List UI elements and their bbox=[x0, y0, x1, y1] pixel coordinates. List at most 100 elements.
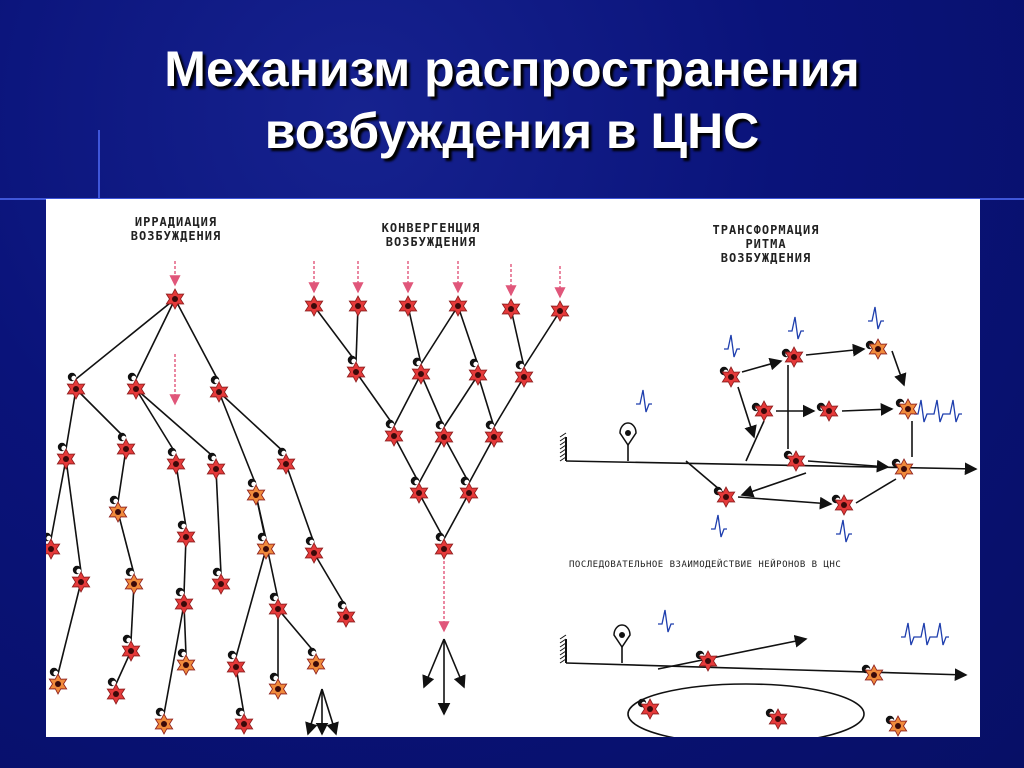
neuron bbox=[468, 364, 488, 386]
neuron bbox=[411, 363, 431, 385]
synapse bbox=[235, 707, 245, 717]
impulse-trace bbox=[868, 306, 884, 330]
synapse-cleft bbox=[273, 675, 279, 681]
axon-line bbox=[135, 298, 176, 380]
synapse bbox=[347, 355, 357, 365]
irradiation-heading: ИРРАДИАЦИЯ ВОЗБУЖДЕНИЯ bbox=[96, 215, 256, 243]
neuron bbox=[234, 713, 254, 735]
synapse bbox=[269, 672, 279, 682]
signal-arrow bbox=[305, 688, 323, 736]
synapse-cleft bbox=[76, 568, 82, 574]
neuron-nucleus bbox=[78, 579, 84, 585]
neuron bbox=[834, 494, 854, 516]
ground-hatch bbox=[559, 650, 567, 656]
synapse-cleft bbox=[216, 570, 222, 576]
receptor-core bbox=[619, 632, 625, 638]
synapse-cleft bbox=[389, 422, 395, 428]
synapse bbox=[435, 532, 445, 542]
neuron bbox=[48, 673, 68, 695]
axon-line bbox=[235, 548, 267, 658]
neuron-nucleus bbox=[133, 386, 139, 392]
neuron bbox=[211, 573, 231, 595]
neuron-nucleus bbox=[311, 550, 317, 556]
synapse bbox=[305, 536, 315, 546]
signal-arrow bbox=[737, 496, 833, 510]
axon-line bbox=[65, 458, 82, 573]
neuron-nucleus bbox=[311, 303, 317, 309]
connection-lines bbox=[50, 298, 913, 737]
axon-line bbox=[393, 435, 420, 484]
signal-arrow bbox=[565, 460, 978, 476]
axon-line bbox=[285, 463, 315, 544]
impulse-traces bbox=[636, 306, 962, 646]
signal-arrow bbox=[422, 638, 445, 689]
neuron-nucleus bbox=[557, 308, 563, 314]
synapse-cleft bbox=[281, 450, 287, 456]
neuron-nucleus bbox=[475, 372, 481, 378]
neuron bbox=[206, 458, 226, 480]
neuron bbox=[106, 683, 126, 705]
neuron bbox=[46, 538, 61, 560]
synapse bbox=[46, 532, 52, 542]
neuron-nucleus bbox=[355, 303, 361, 309]
ground-hatch bbox=[559, 642, 567, 648]
ground-hatch bbox=[559, 658, 567, 664]
neuron bbox=[176, 654, 196, 676]
neuron-nucleus bbox=[161, 721, 167, 727]
ground-hatch bbox=[559, 634, 567, 640]
synapse bbox=[515, 360, 525, 370]
neuron-nucleus bbox=[275, 606, 281, 612]
transformation-heading-line2: РИТМА bbox=[745, 237, 787, 251]
synapse-cleft bbox=[231, 653, 237, 659]
neuron-nucleus bbox=[791, 354, 797, 360]
neuron bbox=[246, 484, 266, 506]
neuron bbox=[256, 538, 276, 560]
synapse bbox=[485, 420, 495, 430]
neuron bbox=[894, 458, 914, 480]
signal-arrow bbox=[565, 662, 968, 682]
neuron bbox=[819, 400, 839, 422]
signal-arrow bbox=[805, 343, 866, 357]
axon-line bbox=[393, 373, 422, 427]
synapse-cleft bbox=[121, 435, 127, 441]
neuron bbox=[698, 650, 718, 672]
neuron-nucleus bbox=[343, 614, 349, 620]
synapse bbox=[257, 532, 267, 542]
receptor-core bbox=[625, 430, 631, 436]
synapse bbox=[410, 476, 420, 486]
ground-hatch bbox=[559, 638, 567, 644]
neuron-nucleus bbox=[353, 369, 359, 375]
neuron-nucleus bbox=[647, 706, 653, 712]
neuron bbox=[448, 295, 468, 317]
synapse bbox=[207, 452, 217, 462]
synapse-cleft bbox=[126, 637, 132, 643]
impulse-trace bbox=[636, 389, 652, 413]
impulse-trace bbox=[788, 316, 804, 340]
axon-line bbox=[493, 376, 525, 428]
neuron bbox=[459, 482, 479, 504]
synapse-cleft bbox=[251, 481, 257, 487]
neuron bbox=[154, 713, 174, 735]
neuron bbox=[71, 571, 91, 593]
neuron bbox=[864, 664, 884, 686]
synapse-cleft bbox=[489, 423, 495, 429]
neuron bbox=[434, 538, 454, 560]
neuron bbox=[346, 361, 366, 383]
neuron-nucleus bbox=[826, 408, 832, 414]
neuron bbox=[126, 378, 146, 400]
neuron bbox=[336, 606, 356, 628]
axon-line bbox=[745, 420, 765, 462]
synapse-cleft bbox=[113, 498, 119, 504]
neuron-nucleus bbox=[895, 723, 901, 729]
neuron-nucleus bbox=[181, 601, 187, 607]
axon-line bbox=[117, 511, 135, 575]
ground-hatch bbox=[559, 440, 567, 446]
synapse bbox=[435, 420, 445, 430]
neuron bbox=[124, 573, 144, 595]
axon-line bbox=[135, 388, 217, 460]
synapse bbox=[460, 476, 470, 486]
axon-line bbox=[174, 298, 220, 383]
neuron-nucleus bbox=[416, 490, 422, 496]
synapse-cleft bbox=[214, 378, 220, 384]
synapse bbox=[107, 677, 117, 687]
